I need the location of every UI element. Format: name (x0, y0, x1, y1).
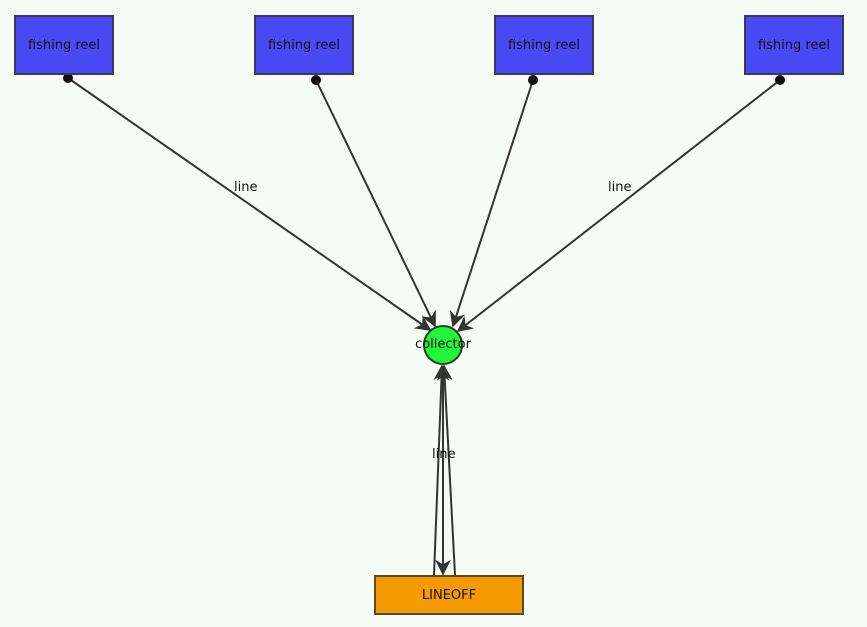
node-collector[interactable] (423, 325, 463, 365)
node-label: fishing reel (267, 37, 341, 53)
edge-lineoff-collector-a[interactable] (433, 364, 450, 576)
edge-source-dot (775, 75, 785, 85)
node-fishing-reel-1[interactable]: fishing reel (14, 15, 114, 75)
edge-source-dot (311, 75, 321, 85)
node-lineoff[interactable]: LINEOFF (374, 575, 524, 615)
edge-source-dot (63, 73, 73, 83)
edge-reel-4-collector[interactable] (456, 79, 781, 332)
node-label: fishing reel (27, 37, 101, 53)
node-fishing-reel-4[interactable]: fishing reel (744, 15, 844, 75)
node-label: LINEOFF (421, 587, 477, 603)
edge-label-reel-4: line (608, 180, 632, 195)
node-label: fishing reel (757, 37, 831, 53)
edge-source-dot (528, 75, 538, 85)
edge-label-reel-1: line (234, 180, 258, 195)
edge-reel-1-collector[interactable] (67, 77, 432, 331)
edge-label-lineoff: line (432, 447, 456, 462)
edge-reel-3-collector[interactable] (449, 79, 534, 328)
edge-reel-2-collector[interactable] (315, 79, 436, 328)
node-fishing-reel-3[interactable]: fishing reel (494, 15, 594, 75)
node-label: fishing reel (507, 37, 581, 53)
edge-lineoff-collector-b[interactable] (436, 364, 456, 576)
node-fishing-reel-2[interactable]: fishing reel (254, 15, 354, 75)
